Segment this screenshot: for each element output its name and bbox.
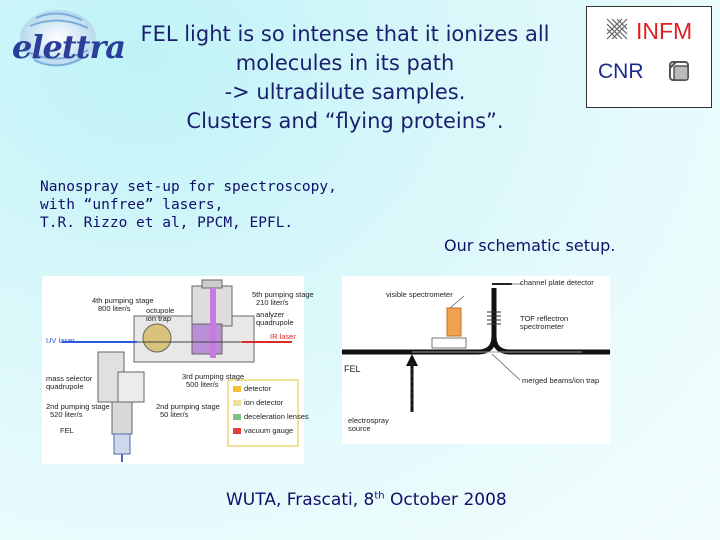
label-tof-spectrometer: spectrometer — [520, 322, 564, 331]
title-line-2: molecules in its path — [235, 51, 455, 75]
title-line-3: -> ultradilute samples. — [224, 80, 466, 104]
infm-globe-icon — [606, 18, 628, 40]
nanospray-line-1: Nanospray set-up for spectroscopy, — [40, 179, 337, 195]
label-source: source — [348, 424, 371, 433]
label-520: 520 liter/s — [50, 410, 83, 419]
label-800: 800 liter/s — [98, 304, 131, 313]
label-quadrupole: quadrupole — [256, 318, 294, 327]
footer-event: WUTA, Frascati, 8th October 2008 — [226, 490, 507, 510]
nanospray-line-3: T.R. Rizzo et al, PPCM, EPFL. — [40, 215, 294, 231]
legend-deceleration: deceleration lenses — [244, 412, 309, 421]
infm-cnr-logo-box — [586, 6, 712, 108]
label-210: 210 liter/s — [256, 298, 289, 307]
legend-detector: detector — [244, 384, 272, 393]
cnr-logo-text: CNR — [598, 60, 644, 83]
label-4th-stage: 4th pumping stage — [92, 296, 154, 305]
title-line-1: FEL light is so intense that it ionizes … — [140, 22, 550, 46]
schematic-setup-diagram: channel plate detector visible spectrome… — [342, 276, 610, 444]
title-line-4: Clusters and “flying proteins”. — [186, 109, 504, 133]
label-channel-plate: channel plate detector — [520, 278, 594, 287]
footer-suffix: October 2008 — [384, 490, 507, 510]
label-2nd-stage: 2nd pumping stage — [46, 402, 110, 411]
label-5th-stage: 5th pumping stage — [252, 290, 314, 299]
infm-logo-text: INFM — [636, 18, 693, 44]
apparatus-drawing — [62, 279, 299, 462]
label-mass-selector: mass selector — [46, 374, 93, 383]
label-fel: FEL — [60, 426, 74, 435]
nanospray-line-2: with “unfree” lasers, — [40, 197, 224, 213]
footer-sup: th — [374, 490, 385, 502]
footer-prefix: WUTA, Frascati, 8 — [226, 490, 375, 510]
label-2nd-stage-b: 2nd pumping stage — [156, 402, 220, 411]
elettra-logo-text: elettra — [12, 28, 126, 66]
nanospray-apparatus-diagram: 4th pumping stage 800 liter/s octupole i… — [42, 276, 314, 464]
label-ion-trap: ion trap — [146, 314, 172, 323]
legend-vacuum-gauge: vacuum gauge — [244, 426, 294, 435]
slide-title: FEL light is so intense that it ionizes … — [110, 20, 580, 136]
label-3rd-stage: 3rd pumping stage — [182, 372, 245, 381]
nanospray-description: Nanospray set-up for spectroscopy, with … — [40, 178, 337, 232]
elettra-logo — [20, 10, 96, 67]
schematic-drawing — [342, 283, 610, 412]
label-fel: FEL — [344, 364, 361, 374]
label-uv-laser: UV laser — [46, 336, 75, 345]
label-electrospray: electrospray — [348, 416, 389, 425]
label-tof-reflectron: TOF reflectron — [520, 314, 569, 323]
label-analyzer: analyzer — [256, 310, 285, 319]
cnr-emblem-icon — [669, 61, 689, 81]
label-octupole: octupole — [146, 306, 175, 315]
legend-ion-detector: ion detector — [244, 398, 284, 407]
schematic-setup-label: Our schematic setup. — [444, 236, 616, 255]
label-merged-beams: merged beams/ion trap — [522, 376, 600, 385]
label-ir-laser: IR laser — [270, 332, 296, 341]
label-mass-quadrupole: quadrupole — [46, 382, 84, 391]
label-visible-spectrometer: visible spectrometer — [386, 290, 453, 299]
label-50: 50 liter/s — [160, 410, 189, 419]
label-500: 500 liter/s — [186, 380, 219, 389]
